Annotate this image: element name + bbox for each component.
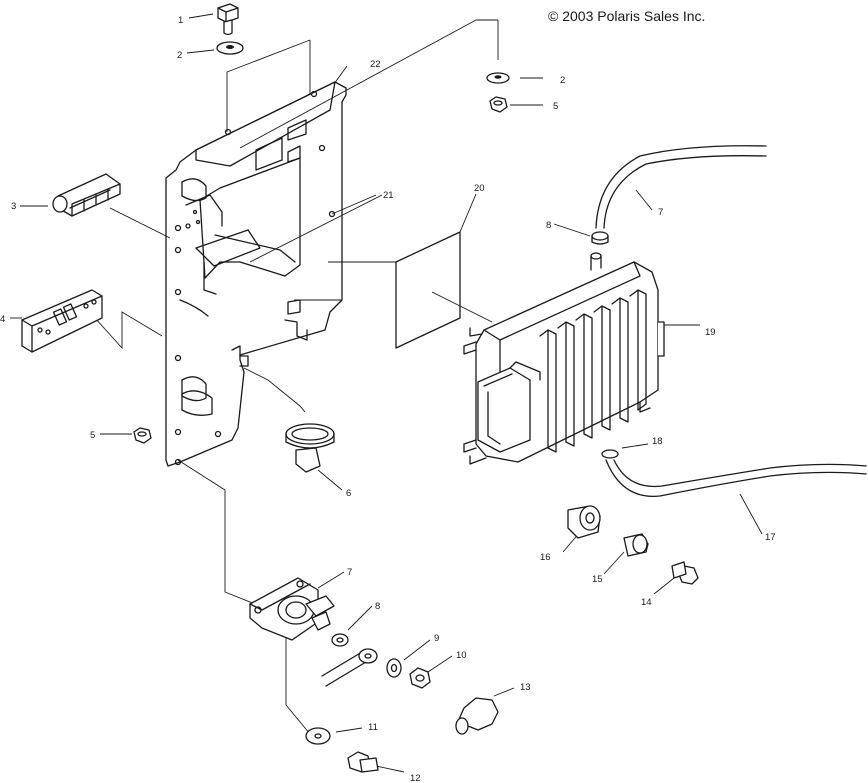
mounting-plate bbox=[165, 81, 347, 467]
callout-19: 19 bbox=[705, 327, 716, 338]
callout-5-right: 5 bbox=[553, 101, 558, 112]
nut-part-5-right bbox=[489, 96, 508, 113]
boot-part-13 bbox=[455, 697, 499, 735]
cable-lug bbox=[321, 648, 378, 687]
callout-labels: 1 2 22 2 5 21 3 4 5 6 20 8 7 19 18 17 16… bbox=[0, 15, 776, 783]
callout-3: 3 bbox=[11, 201, 16, 212]
callout-17: 17 bbox=[765, 532, 776, 543]
label-part-20 bbox=[395, 231, 461, 349]
washer-part-11 bbox=[305, 727, 331, 745]
bolt-part-1 bbox=[217, 3, 239, 36]
callout-8-lower: 8 bbox=[375, 601, 380, 612]
callout-10: 10 bbox=[456, 650, 467, 661]
washer-part-9 bbox=[386, 658, 402, 678]
clip-part-3 bbox=[52, 173, 121, 217]
solenoid-part-7 bbox=[249, 577, 335, 641]
callout-21: 21 bbox=[383, 190, 394, 201]
washer-part-2-top bbox=[216, 41, 244, 55]
callout-2-right: 2 bbox=[560, 75, 565, 86]
screw-part-12 bbox=[347, 751, 379, 773]
nut-part-5-left bbox=[133, 427, 152, 444]
callout-6: 6 bbox=[346, 488, 351, 499]
module-part-19 bbox=[463, 252, 665, 465]
bolt-part-14 bbox=[671, 561, 699, 585]
callout-4: 4 bbox=[0, 314, 5, 325]
callout-13: 13 bbox=[520, 682, 531, 693]
callout-2-top: 2 bbox=[177, 50, 182, 61]
copyright-text: © 2003 Polaris Sales Inc. bbox=[548, 8, 705, 24]
callout-12: 12 bbox=[410, 773, 421, 783]
hose-part-17 bbox=[601, 449, 867, 497]
callout-20: 20 bbox=[474, 183, 485, 194]
callout-5-left: 5 bbox=[90, 430, 95, 441]
bracket-part-4 bbox=[21, 289, 103, 353]
bushing-part-16 bbox=[567, 505, 601, 539]
callout-18: 18 bbox=[652, 436, 663, 447]
callout-11: 11 bbox=[368, 722, 378, 733]
callout-8-upper: 8 bbox=[546, 220, 551, 231]
nut-part-10 bbox=[409, 667, 431, 689]
callout-7-upper: 7 bbox=[658, 207, 663, 218]
spacer-part-15 bbox=[623, 533, 649, 557]
hose-upper bbox=[591, 145, 767, 245]
strap-part-6 bbox=[285, 423, 335, 473]
callout-1: 1 bbox=[178, 15, 183, 26]
leader-lines bbox=[10, 13, 763, 773]
washer-part-8 bbox=[331, 633, 349, 647]
washer-part-2-right bbox=[486, 72, 510, 84]
callout-7-lower: 7 bbox=[347, 567, 352, 578]
callout-14: 14 bbox=[641, 597, 652, 608]
callout-9: 9 bbox=[434, 633, 439, 644]
callout-16: 16 bbox=[540, 552, 551, 563]
callout-22: 22 bbox=[370, 59, 381, 70]
callout-15: 15 bbox=[592, 574, 603, 585]
